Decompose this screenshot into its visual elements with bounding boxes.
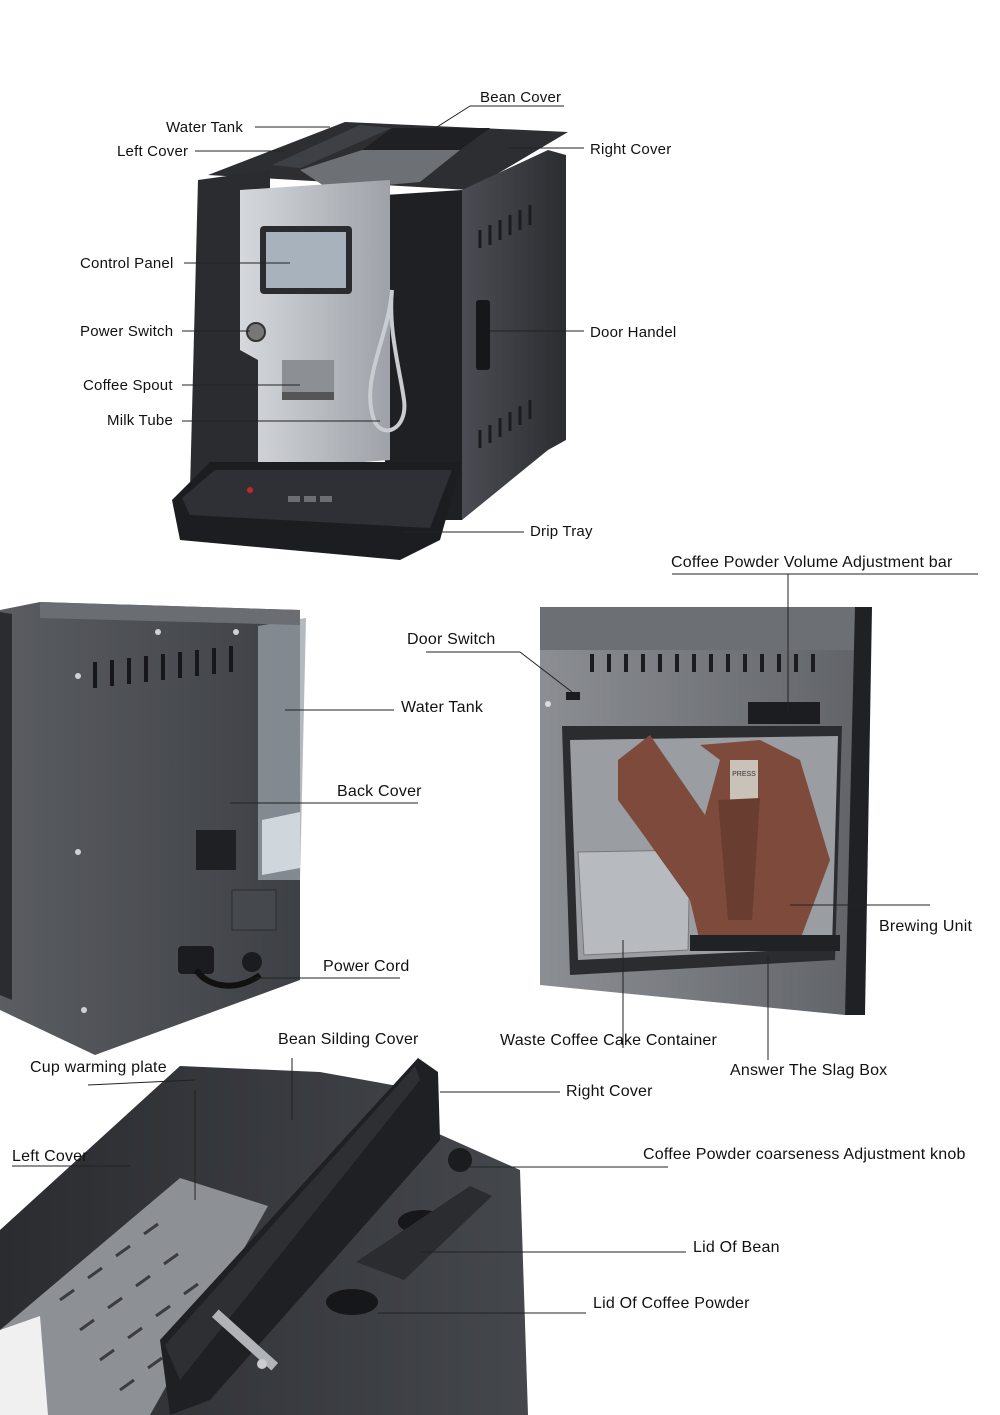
top-machine-illustration bbox=[0, 1058, 528, 1415]
label-cup-warming-plate: Cup warming plate bbox=[30, 1059, 167, 1076]
front-machine-illustration bbox=[172, 122, 568, 560]
back-machine-illustration bbox=[0, 602, 306, 1055]
label-drip-tray: Drip Tray bbox=[530, 523, 593, 540]
label-water-tank-back: Water Tank bbox=[401, 699, 484, 716]
label-bean-cover: Bean Cover bbox=[480, 89, 562, 106]
svg-text:PRESS: PRESS bbox=[732, 771, 756, 778]
power-cord-socket bbox=[178, 946, 214, 974]
back-slot-shape bbox=[196, 830, 236, 870]
label-control-panel: Control Panel bbox=[80, 255, 174, 272]
label-left-cover-top: Left Cover bbox=[12, 1148, 88, 1165]
label-door-handel: Door Handel bbox=[590, 324, 677, 341]
coarseness-knob-shape bbox=[448, 1148, 472, 1172]
bean-cover-shape bbox=[362, 128, 490, 150]
label-door-switch: Door Switch bbox=[407, 631, 496, 648]
label-back-cover: Back Cover bbox=[337, 783, 422, 800]
lid-of-coffee-powder-shape bbox=[326, 1289, 378, 1315]
label-milk-tube: Milk Tube bbox=[107, 412, 173, 429]
milk-tube-shape bbox=[368, 289, 407, 433]
label-coffee-powder-coarseness-adjustment-knob: Coffee Powder coarseness Adjustment knob bbox=[643, 1146, 966, 1163]
power-switch-shape bbox=[246, 322, 266, 342]
label-right-cover-top: Right Cover bbox=[566, 1083, 653, 1100]
leader-lines bbox=[12, 105, 978, 1314]
control-panel-screen bbox=[266, 232, 346, 288]
volume-adjustment-bar-shape bbox=[748, 702, 820, 724]
press-tag bbox=[730, 760, 758, 800]
label-power-switch: Power Switch bbox=[80, 323, 174, 340]
label-brewing-unit: Brewing Unit bbox=[879, 918, 973, 935]
right-side-panel bbox=[462, 150, 566, 520]
door-handle-shape bbox=[476, 300, 490, 370]
label-right-cover-front: Right Cover bbox=[590, 141, 672, 158]
label-power-cord: Power Cord bbox=[323, 958, 410, 975]
label-coffee-spout: Coffee Spout bbox=[83, 377, 173, 394]
waste-container-shape bbox=[577, 849, 691, 956]
inside-machine-illustration: PRESS bbox=[540, 607, 872, 1015]
door-switch-shape bbox=[566, 692, 580, 700]
label-waste-coffee-cake-container: Waste Coffee Cake Container bbox=[500, 1032, 718, 1049]
label-bean-silding-cover: Bean Silding Cover bbox=[278, 1031, 419, 1048]
label-lid-of-bean: Lid Of Bean bbox=[693, 1239, 780, 1256]
label-answer-the-slag-box: Answer The Slag Box bbox=[730, 1062, 888, 1079]
cup-warming-plate-shape bbox=[0, 1178, 268, 1415]
label-coffee-powder-volume-adjustment-bar: Coffee Powder Volume Adjustment bar bbox=[671, 554, 953, 571]
label-left-cover-front: Left Cover bbox=[117, 143, 189, 160]
label-water-tank-front: Water Tank bbox=[166, 119, 244, 136]
label-lid-of-coffee-powder: Lid Of Coffee Powder bbox=[593, 1295, 750, 1312]
